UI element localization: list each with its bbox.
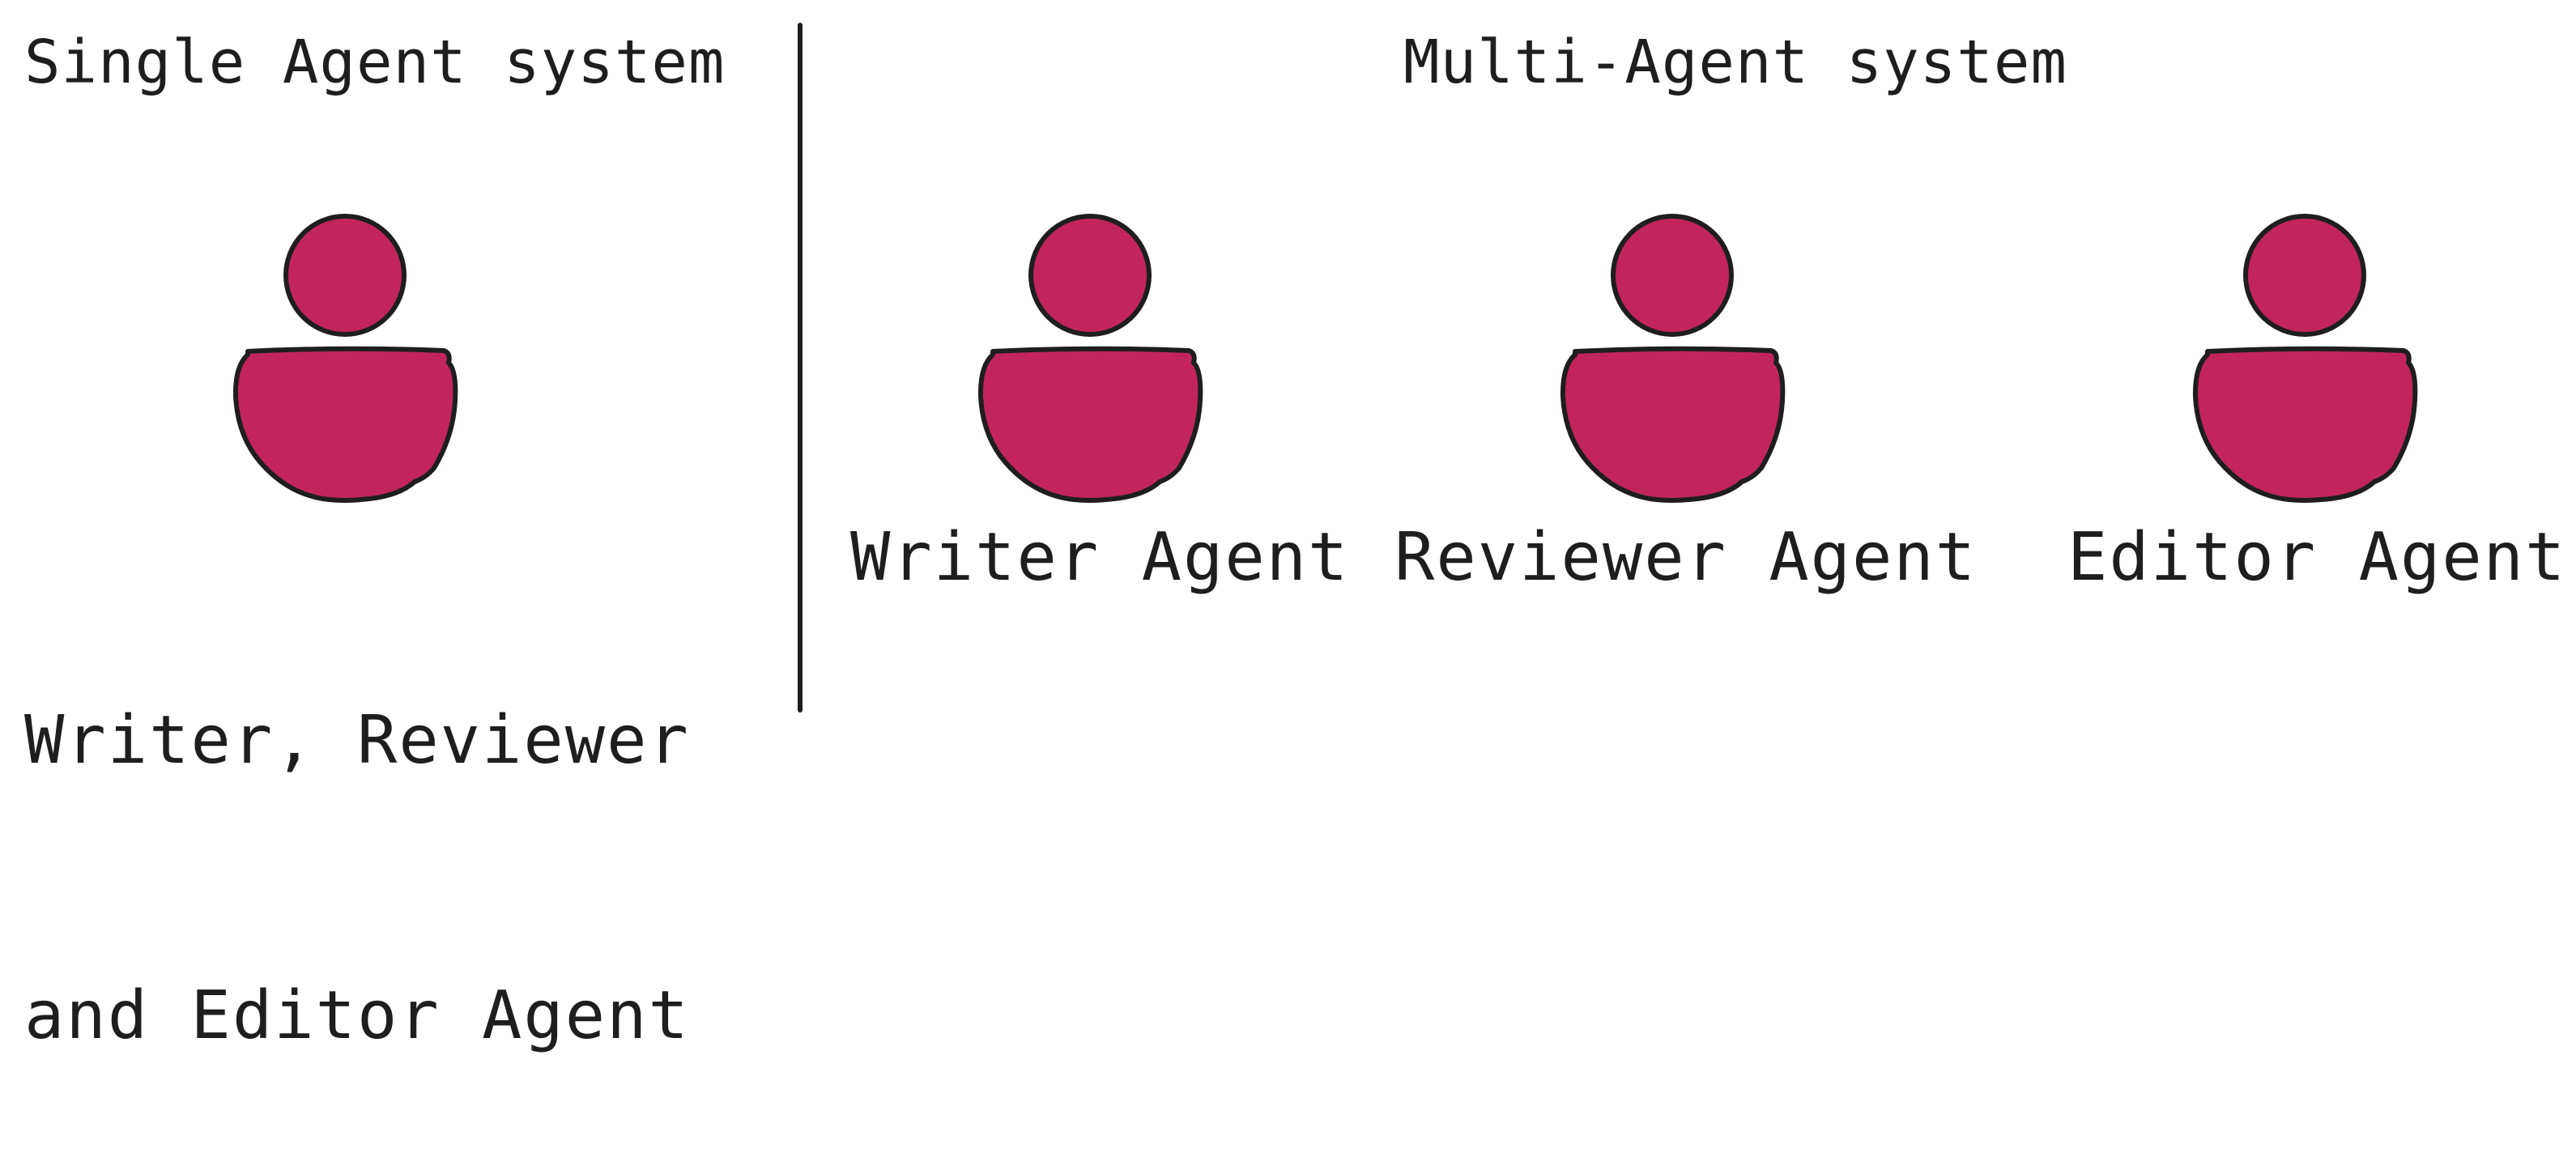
person-body: [232, 346, 458, 503]
editor-agent-person-icon: [2191, 212, 2418, 504]
person-head: [2243, 214, 2366, 337]
single-agent-label-line2: and Editor Agent: [24, 976, 690, 1054]
writer-agent-label: Writer Agent: [850, 519, 1350, 596]
reviewer-agent-person-icon: [1559, 212, 1786, 504]
section-divider: [798, 23, 803, 713]
person-body: [1560, 346, 1786, 503]
reviewer-agent-label: Reviewer Agent: [1394, 519, 1978, 596]
multi-agent-title: Multi-Agent system: [1403, 28, 2067, 97]
person-icon: [2192, 214, 2418, 503]
writer-agent-person-icon: [977, 212, 1203, 504]
single-agent-label-line1: Writer, Reviewer: [24, 702, 690, 780]
person-head: [1028, 214, 1152, 337]
single-agent-label: Writer, Reviewer and Editor Agent: [24, 512, 690, 1153]
person-body: [2192, 346, 2418, 503]
person-body: [977, 346, 1203, 503]
person-icon: [977, 214, 1203, 503]
single-agent-person-icon: [232, 212, 458, 504]
person-icon: [1560, 214, 1786, 503]
person-icon: [232, 214, 458, 503]
single-agent-title: Single Agent system: [24, 28, 726, 97]
person-head: [1611, 214, 1734, 337]
person-head: [283, 214, 407, 337]
editor-agent-label: Editor Agent: [2067, 519, 2567, 596]
